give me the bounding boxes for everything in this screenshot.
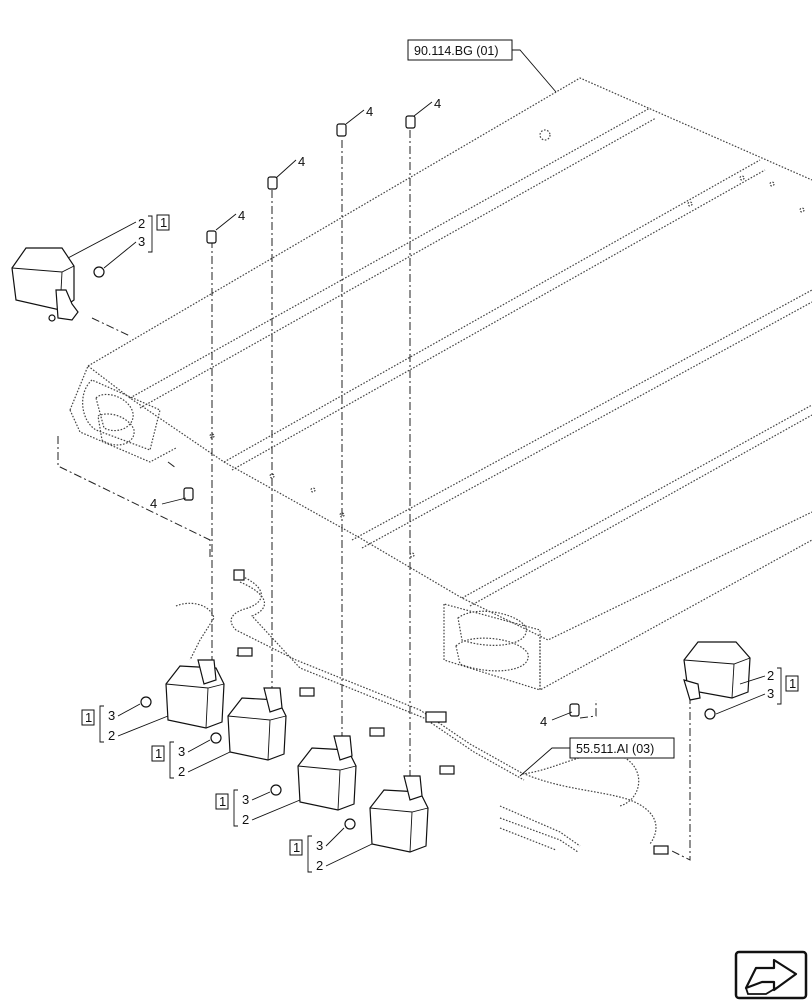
- svg-text:2: 2: [316, 858, 323, 873]
- svg-text:1: 1: [155, 746, 162, 761]
- callout-front-2: 1 3 2: [151, 739, 231, 779]
- lamp-front-2: [210, 687, 315, 761]
- svg-text:3: 3: [316, 838, 323, 853]
- bolt-2: [267, 176, 278, 190]
- bolts: [183, 115, 580, 717]
- svg-text:3: 3: [108, 708, 115, 723]
- bolt-4: [405, 115, 416, 129]
- callout-front-1: 1 3 2: [81, 703, 169, 743]
- svg-text:2: 2: [108, 728, 115, 743]
- svg-text:4: 4: [150, 496, 157, 511]
- bolt-5: [183, 487, 194, 501]
- bolt-3: [336, 123, 347, 137]
- svg-text:4: 4: [298, 154, 305, 169]
- svg-text:3: 3: [138, 234, 145, 249]
- svg-text:2: 2: [178, 764, 185, 779]
- callout-right: 2 3 1: [715, 667, 799, 715]
- callout-upper-left: 2 3 1: [67, 214, 170, 269]
- lamp-upper-left: [11, 247, 105, 322]
- assembly-lines: [57, 130, 691, 861]
- callout-front-4: 1 3 2: [289, 827, 373, 873]
- ref-harness[interactable]: 55.511.AI (03): [519, 737, 675, 777]
- svg-text:2: 2: [242, 812, 249, 827]
- next-page-arrow-icon[interactable]: [734, 950, 808, 1000]
- svg-text:3: 3: [242, 792, 249, 807]
- ref-top-label: 90.114.BG (01): [414, 44, 499, 58]
- svg-text:1: 1: [85, 710, 92, 725]
- bolt-6: [569, 703, 580, 717]
- svg-text:1: 1: [789, 676, 796, 691]
- ref-harness-label: 55.511.AI (03): [576, 742, 654, 756]
- svg-text:4: 4: [434, 96, 441, 111]
- lamp-front-1: [140, 647, 253, 729]
- ref-top[interactable]: 90.114.BG (01): [407, 39, 557, 93]
- bolt-1: [206, 230, 217, 244]
- cab-roof: [69, 77, 812, 692]
- lamp-front-3: [270, 727, 385, 811]
- lamp-front-4: [344, 765, 455, 853]
- svg-text:2: 2: [138, 216, 145, 231]
- callout-front-3: 1 3 2: [215, 789, 301, 827]
- svg-text:4: 4: [540, 714, 547, 729]
- svg-text:2: 2: [767, 668, 774, 683]
- svg-text:4: 4: [238, 208, 245, 223]
- svg-text:1: 1: [219, 794, 226, 809]
- connectors: [233, 569, 669, 855]
- labels-item-4: 4 4 4 4 4 4: [150, 96, 573, 729]
- svg-text:1: 1: [293, 840, 300, 855]
- svg-text:4: 4: [366, 104, 373, 119]
- svg-text:3: 3: [178, 744, 185, 759]
- lamp-lower-right: [683, 641, 751, 720]
- svg-text:3: 3: [767, 686, 774, 701]
- svg-text:1: 1: [160, 215, 167, 230]
